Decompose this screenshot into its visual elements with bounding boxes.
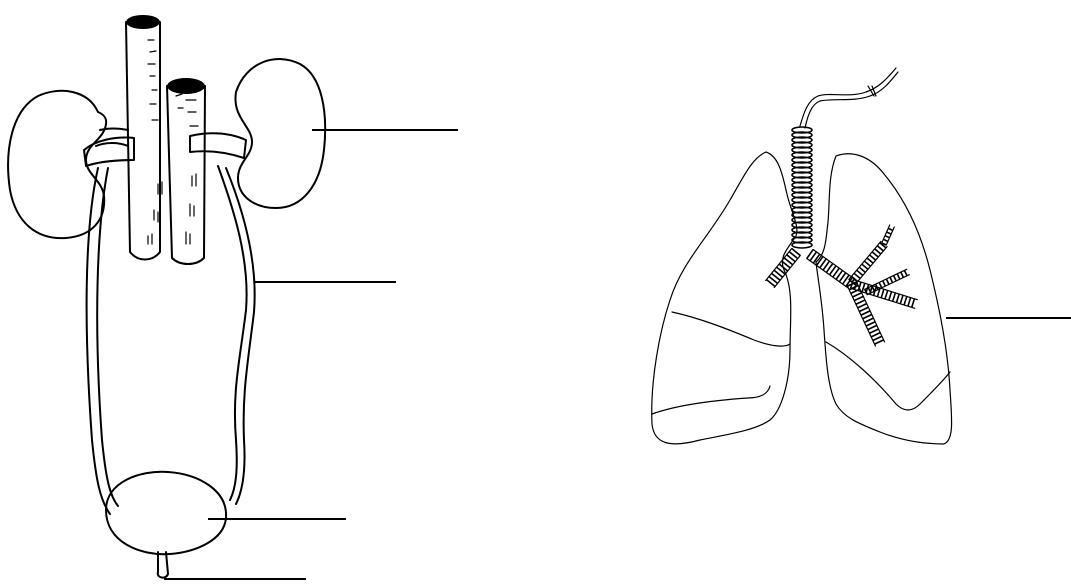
right-lower-bronchus-stripe (875, 340, 884, 344)
right-upper-bronchus-stripe (877, 246, 883, 251)
right-upper-bronchus-stripe (859, 267, 865, 272)
right-lower-bronchus-stripe (853, 293, 862, 297)
right-kidney (235, 59, 325, 208)
vena-cava-top (167, 78, 205, 94)
bladder (106, 472, 226, 554)
right-lateral-bronchus-stripe (885, 290, 888, 299)
right-lower-bronchus-stripe (858, 304, 867, 308)
right-upper-bronchus-stripe (854, 273, 860, 278)
right-lateral-bronchus-stripe (904, 296, 907, 305)
right-small-bronchus-stripe (883, 281, 886, 286)
right-lower-bronchus-stripe (861, 311, 870, 315)
larynx-wire (800, 68, 898, 128)
right-lateral-bronchus-stripe (881, 289, 884, 298)
left-lung-fissure (652, 312, 790, 414)
right-twig-bronchus-stripe (888, 228, 893, 230)
right-lung-fissure (826, 342, 950, 410)
left-ureter (87, 168, 118, 514)
right-lower-bronchus-stripe (866, 322, 875, 326)
right-twig-bronchus-stripe (887, 232, 892, 234)
right-lateral-bronchus-stripe (896, 294, 899, 303)
urinary-system-figure (8, 15, 458, 579)
right-lower-bronchus-stripe (856, 300, 865, 304)
right-lateral-bronchus-stripe (893, 293, 896, 302)
left-renal-band (84, 138, 134, 167)
right-small-bronchus-stripe (897, 274, 900, 279)
right-lateral-bronchus-stripe (889, 292, 892, 301)
right-ureter (218, 166, 255, 504)
right-lateral-bronchus-stripe (912, 299, 915, 308)
right-upper-bronchus-stripe (857, 270, 863, 275)
right-lower-bronchus-stripe (871, 333, 880, 337)
right-upper-bronchus-stripe (870, 255, 876, 260)
right-lateral-bronchus-stripe (900, 295, 903, 304)
urethra (158, 552, 168, 578)
right-lateral-bronchus-stripe (862, 283, 865, 292)
right-twig-bronchus-outline (882, 225, 895, 245)
right-small-bronchus-stripe (890, 277, 893, 282)
right-small-bronchus-stripe (901, 272, 904, 277)
right-small-bronchus-stripe (904, 270, 907, 275)
aorta-top (126, 15, 160, 29)
right-upper-bronchus-stripe (867, 258, 873, 263)
right-small-bronchus-stripe (879, 282, 882, 287)
right-lower-bronchus-stripe (859, 307, 868, 311)
lungs-figure (652, 68, 1071, 444)
right-small-bronchus-stripe (886, 279, 889, 284)
right-lower-bronchus-stripe (869, 329, 878, 333)
right-lower-bronchus-stripe (864, 318, 873, 322)
right-lateral-bronchus-stripe (908, 298, 911, 307)
right-lower-bronchus-stripe (863, 315, 872, 319)
right-lower-bronchus-stripe (873, 336, 882, 340)
aorta (126, 22, 160, 260)
right-lower-bronchus-stripe (854, 296, 863, 300)
right-upper-bronchus-stripe (862, 264, 868, 269)
right-twig-bronchus-stripe (885, 236, 890, 238)
right-twig-bronchus-stripe (883, 239, 888, 241)
right-small-bronchus-stripe (894, 276, 897, 281)
right-renal-band (190, 133, 246, 158)
right-upper-bronchus-stripe (864, 261, 870, 266)
right-upper-bronchus-stripe (872, 252, 878, 257)
right-lower-bronchus-stripe (868, 325, 877, 329)
trachea (792, 127, 812, 248)
right-upper-bronchus-stripe (875, 249, 881, 254)
